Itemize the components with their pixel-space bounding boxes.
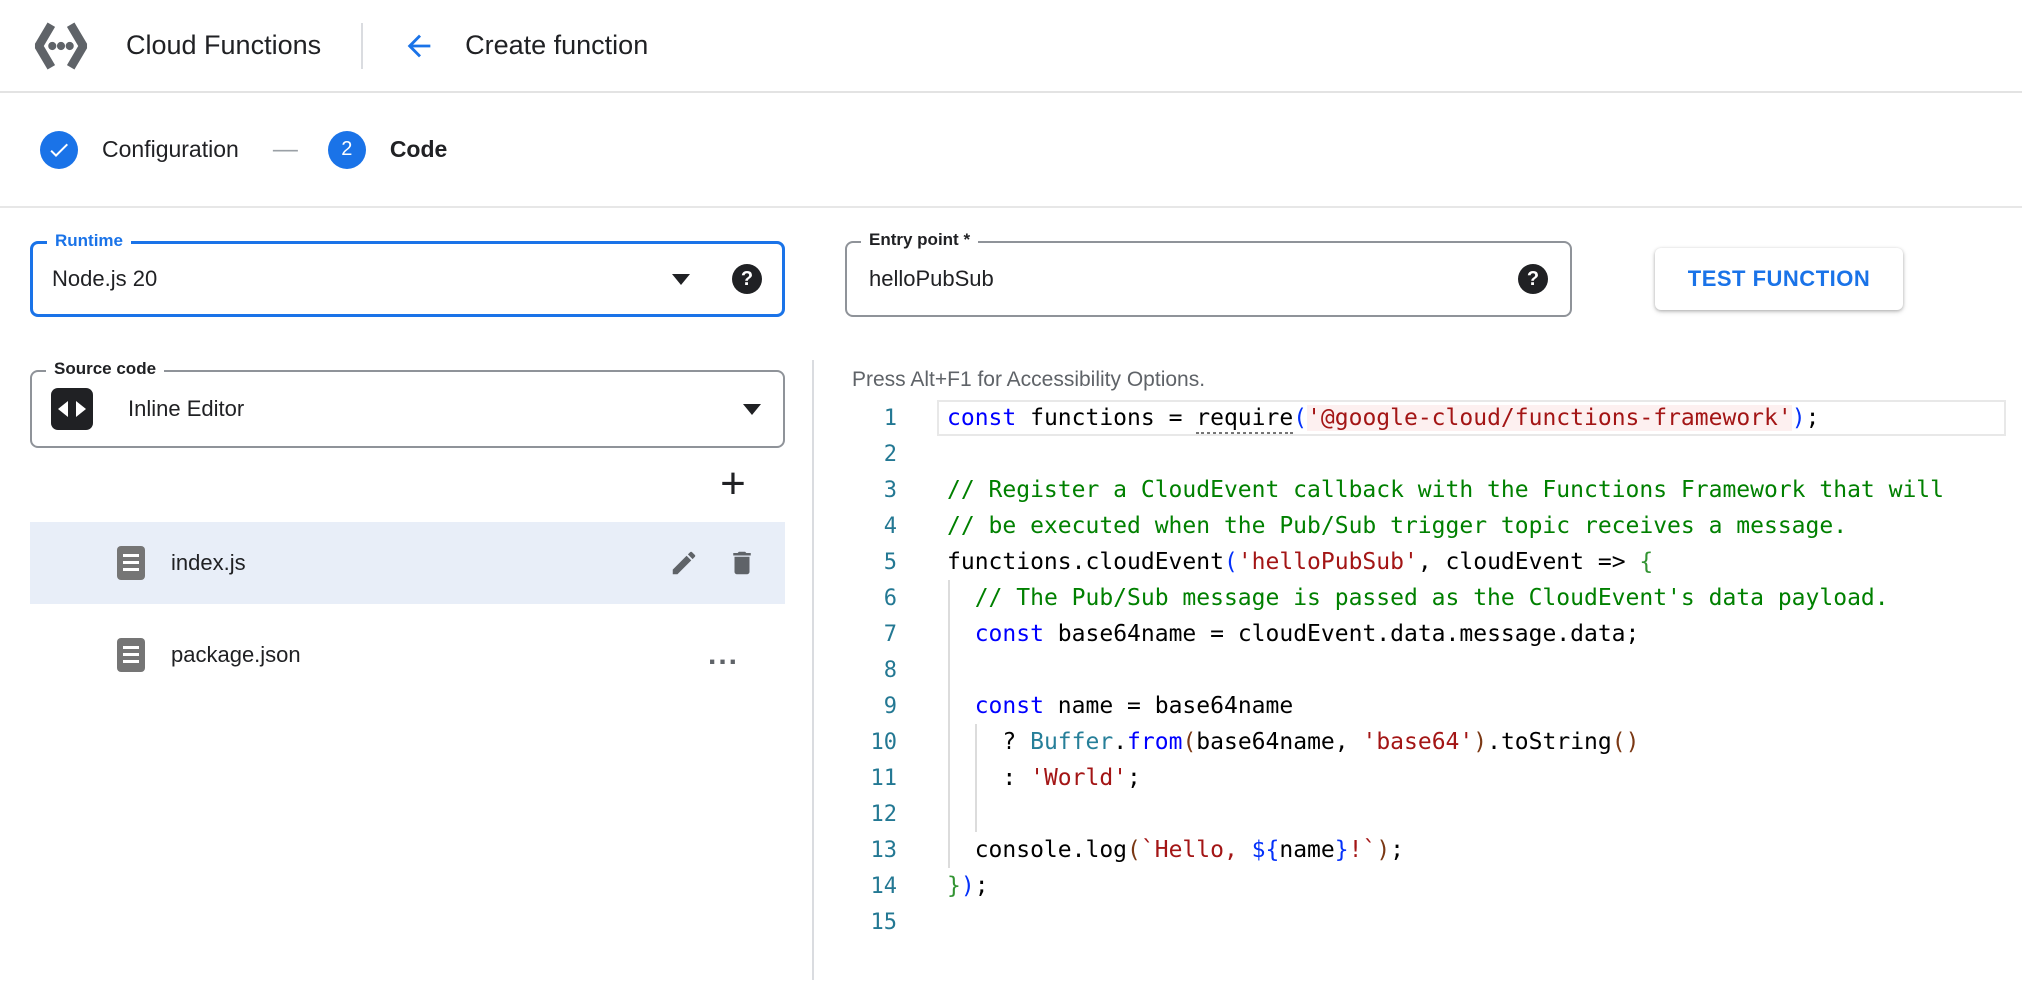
- code-line[interactable]: 15: [814, 904, 2022, 940]
- runtime-label: Runtime: [47, 231, 131, 251]
- line-number: 11: [870, 765, 898, 791]
- code-text: const base64name = cloudEvent.data.messa…: [974, 621, 1640, 647]
- code-text: functions.cloudEvent('helloPubSub', clou…: [947, 549, 1654, 575]
- step-connector: —: [272, 135, 298, 163]
- entry-point-field[interactable]: Entry point * ?: [845, 230, 1572, 317]
- code-text: // Register a CloudEvent callback with t…: [947, 477, 1944, 503]
- file-row-package-json[interactable]: package.json ...: [30, 614, 785, 696]
- file-icon: [117, 546, 145, 580]
- code-text: : 'World';: [947, 765, 1141, 791]
- line-number: 5: [883, 549, 897, 575]
- product-title: Cloud Functions: [126, 30, 322, 60]
- file-actions: [666, 545, 760, 581]
- cloud-functions-logo-icon: [34, 21, 88, 70]
- add-file-button[interactable]: +: [720, 459, 746, 508]
- stepper: Configuration — 2 Code: [0, 93, 2022, 208]
- source-code-select[interactable]: Source code Inline Editor: [30, 359, 785, 448]
- code-text: console.log(`Hello, ${name}!`);: [947, 837, 1405, 863]
- code-line[interactable]: 7 const base64name = cloudEvent.data.mes…: [814, 616, 2022, 652]
- accessibility-hint: Press Alt+F1 for Accessibility Options.: [852, 368, 1206, 391]
- rename-file-button[interactable]: [666, 545, 702, 581]
- line-number: 3: [883, 477, 897, 503]
- source-code-value: Inline Editor: [128, 396, 245, 421]
- code-line[interactable]: 5 functions.cloudEvent('helloPubSub', clo…: [814, 544, 2022, 580]
- code-line[interactable]: 4 // be executed when the Pub/Sub trigger…: [814, 508, 2022, 544]
- line-number: 4: [883, 513, 897, 539]
- line-number: 2: [883, 441, 897, 467]
- line-number: 6: [883, 585, 897, 611]
- runtime-value: Node.js 20: [52, 266, 158, 291]
- code-line[interactable]: 2: [814, 436, 2022, 472]
- step-configuration-circle[interactable]: [40, 130, 78, 169]
- test-function-button[interactable]: TEST FUNCTION: [1655, 248, 1903, 310]
- delete-file-button[interactable]: [724, 545, 760, 581]
- code-line[interactable]: 6 // The Pub/Sub message is passed as th…: [814, 580, 2022, 616]
- code-text: const name = base64name: [974, 693, 1294, 719]
- code-line[interactable]: 3 // Register a CloudEvent callback with …: [814, 472, 2022, 508]
- source-code-label: Source code: [46, 359, 165, 379]
- arrow-back-icon: [407, 34, 431, 57]
- step-code-label[interactable]: Code: [389, 136, 448, 162]
- code-line[interactable]: 12: [814, 796, 2022, 832]
- pencil-icon: [672, 551, 696, 575]
- code-line[interactable]: 8: [814, 652, 2022, 688]
- source-panel: Runtime Node.js 20 ? Source code Inline …: [30, 208, 785, 696]
- line-number: 15: [870, 909, 898, 935]
- file-name: index.js: [171, 550, 246, 575]
- code-line[interactable]: 9 const name = base64name: [814, 688, 2022, 724]
- line-number: 7: [883, 621, 897, 647]
- trash-icon: [733, 551, 751, 575]
- page-title: Create function: [465, 30, 649, 60]
- file-icon: [117, 638, 145, 672]
- inline-editor-icon: [51, 388, 93, 430]
- entry-point-input[interactable]: [869, 266, 1506, 292]
- code-editor[interactable]: Press Alt+F1 for Accessibility Options. …: [812, 360, 2022, 980]
- code-line[interactable]: 10 ? Buffer.from(base64name, 'base64').t…: [814, 724, 2022, 760]
- file-name: package.json: [171, 642, 301, 667]
- header-divider: [361, 22, 364, 69]
- line-number: 13: [870, 837, 898, 863]
- code-text: // The Pub/Sub message is passed as the …: [974, 585, 1889, 611]
- line-number: 1: [883, 405, 897, 431]
- entry-point-help-icon[interactable]: ?: [1518, 264, 1548, 294]
- file-list: index.js: [30, 522, 785, 696]
- step-configuration-label[interactable]: Configuration: [102, 136, 239, 162]
- code-line[interactable]: 11 : 'World';: [814, 760, 2022, 796]
- entry-point-label: Entry point *: [861, 230, 979, 250]
- file-row-index-js[interactable]: index.js: [30, 522, 785, 604]
- step-code-circle[interactable]: 2: [327, 130, 366, 169]
- caret-down-icon[interactable]: [743, 403, 761, 415]
- more-actions-icon[interactable]: ...: [707, 638, 739, 671]
- code-line[interactable]: 13 console.log(`Hello, ${name}!`);: [814, 832, 2022, 868]
- code-line[interactable]: 14});: [814, 868, 2022, 904]
- code-text: const functions = require('@google-cloud…: [897, 405, 1819, 435]
- line-number: 10: [870, 729, 898, 755]
- runtime-select[interactable]: Runtime Node.js 20 ?: [30, 231, 785, 317]
- code-text: ? Buffer.from(base64name, 'base64').toSt…: [947, 729, 1640, 755]
- main-content: Runtime Node.js 20 ? Source code Inline …: [0, 208, 2022, 980]
- line-number: 9: [883, 693, 897, 719]
- back-button[interactable]: [399, 26, 439, 66]
- code-text: });: [947, 873, 989, 899]
- code-text: // be executed when the Pub/Sub trigger …: [947, 513, 1848, 539]
- caret-down-icon[interactable]: [672, 273, 690, 285]
- line-number: 14: [870, 873, 898, 899]
- app-header: Cloud Functions Create function: [0, 0, 2022, 93]
- runtime-help-icon[interactable]: ?: [732, 264, 762, 294]
- line-number: 8: [883, 657, 897, 683]
- check-icon: [50, 143, 68, 157]
- file-toolbar: +: [30, 462, 755, 506]
- line-number: 12: [870, 801, 898, 827]
